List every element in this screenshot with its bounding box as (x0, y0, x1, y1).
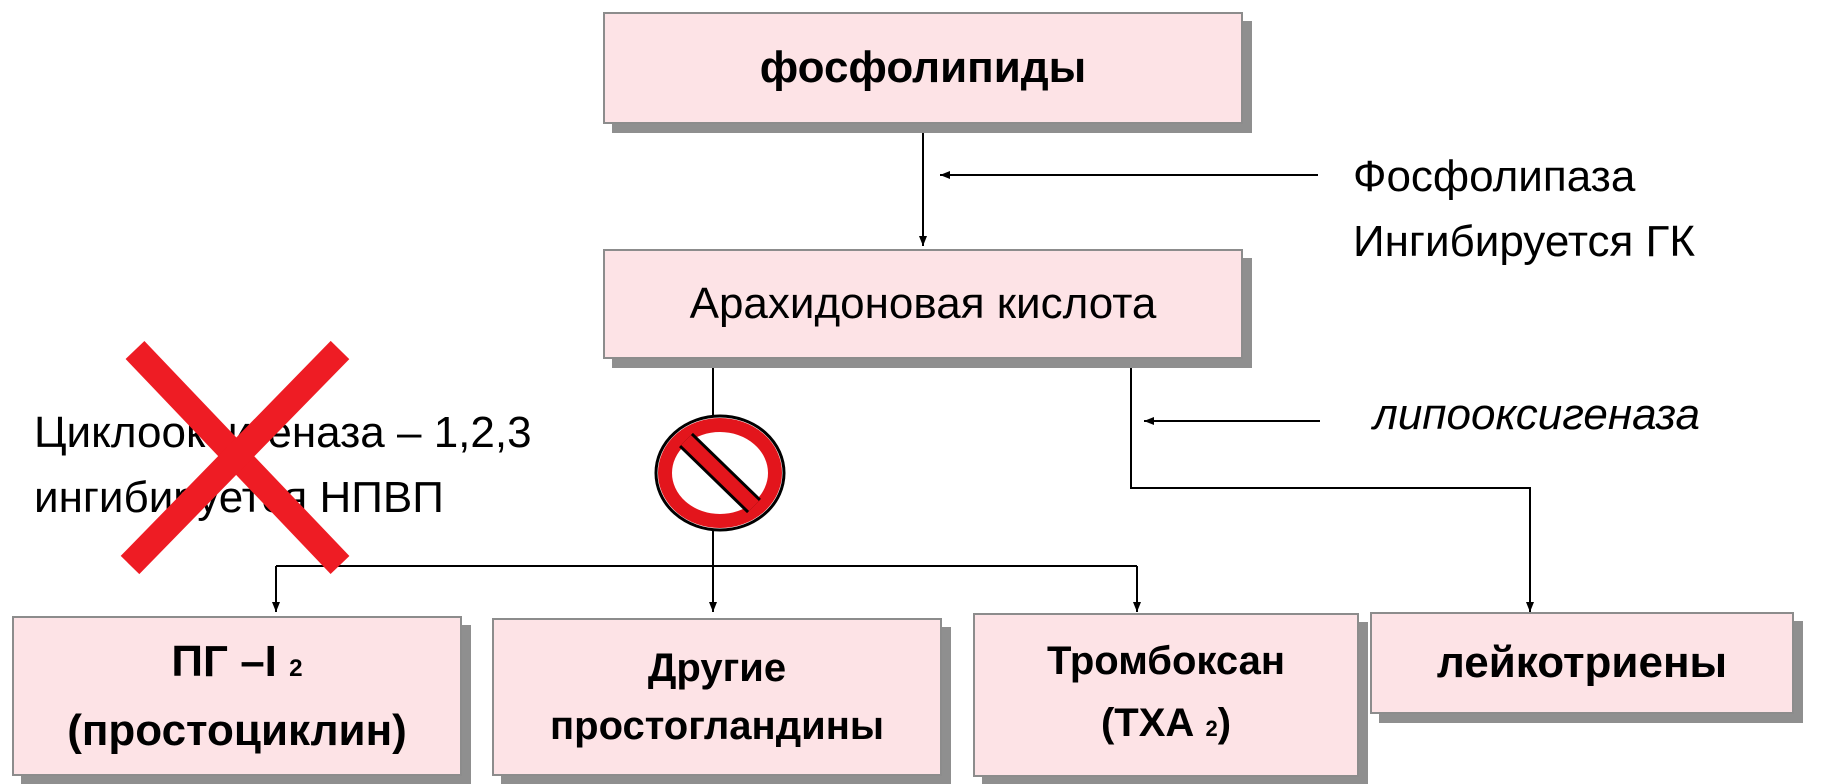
node-pgi2-line2: (простоциклин) (67, 705, 407, 755)
node-other-pg-line1: Другие (647, 646, 787, 690)
node-thromboxane-line1: Тромбоксан (1046, 639, 1286, 683)
cyclooxygenase-label-line2: ингибируется НПВП (34, 473, 444, 522)
lipoxygenase-label: липооксигеназа (1373, 390, 1701, 439)
node-other-prostaglandins: Другие простогландины (492, 618, 942, 776)
node-pgi2: ПГ –I 2 (простоциклин) (12, 616, 462, 776)
node-thromboxane: Тромбоксан (ТХА 2) (973, 613, 1359, 777)
node-other-pg-line2: простогландины (549, 704, 885, 748)
node-thromboxane-line2: (ТХА 2) (1100, 701, 1232, 745)
node-leukotrienes-label: лейкотриены (1436, 638, 1728, 687)
line-lox-branch (1130, 361, 1534, 612)
phospholipase-label-line1: Фосфолипаза (1353, 152, 1636, 201)
red-cross-icon (120, 340, 350, 575)
node-arachidonic-acid-label: Арахидоновая кислота (689, 279, 1157, 328)
phospholipase-label-line2: Ингибируется ГК (1353, 217, 1695, 266)
node-phospholipids-label: фосфолипиды (759, 43, 1087, 92)
node-leukotrienes: лейкотриены (1370, 612, 1794, 714)
node-pgi2-line1: ПГ –I 2 (171, 636, 303, 686)
node-phospholipids: фосфолипиды (603, 12, 1243, 124)
prohibition-sign-icon (654, 414, 786, 532)
node-arachidonic-acid: Арахидоновая кислота (603, 249, 1243, 359)
